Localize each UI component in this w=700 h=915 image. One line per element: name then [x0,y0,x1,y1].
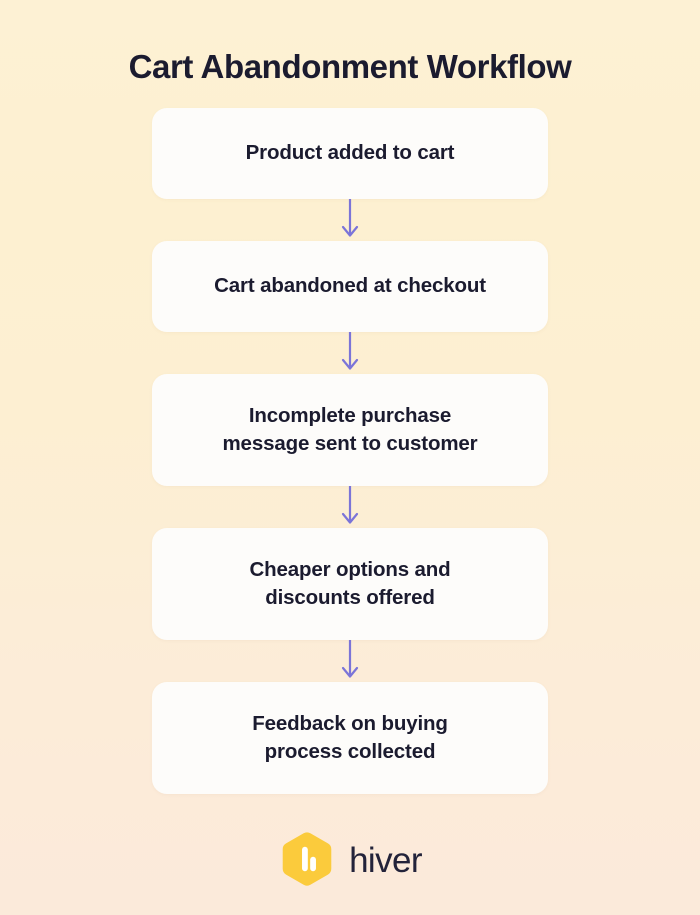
hiver-hexagon-logo-icon [282,832,332,886]
arrow-down-icon [341,331,359,370]
arrow-down-icon [341,639,359,678]
flow-node-product-added-to-cart: Product added to cart [152,107,548,199]
flow-node-label: Product added to cart [245,141,455,165]
page-title: Cart Abandonment Workflow [128,48,572,85]
flow-arrow-1 [339,198,361,241]
brand-logo: hiver [0,830,700,888]
workflow-flowchart: Product added to cart Cart abandoned at … [152,107,548,794]
flow-node-feedback-on-buying-process: Feedback on buying process collected [152,681,548,794]
flow-node-label: Cart abandoned at checkout [214,274,486,298]
brand-name: hiver [349,840,422,880]
flow-node-cart-abandoned-at-checkout: Cart abandoned at checkout [152,240,548,332]
flow-node-incomplete-purchase-message: Incomplete purchase message sent to cust… [152,373,548,486]
flow-node-cheaper-options-and-discounts: Cheaper options and discounts offered [152,527,548,640]
flow-node-label: Incomplete purchase message sent to cust… [222,403,478,455]
arrow-down-icon [341,198,359,237]
flow-node-label: Feedback on buying process collected [252,711,448,763]
arrow-down-icon [341,485,359,524]
flow-node-label: Cheaper options and discounts offered [249,557,451,609]
flow-arrow-4 [339,639,361,682]
flow-arrow-2 [339,331,361,374]
flow-arrow-3 [339,485,361,528]
